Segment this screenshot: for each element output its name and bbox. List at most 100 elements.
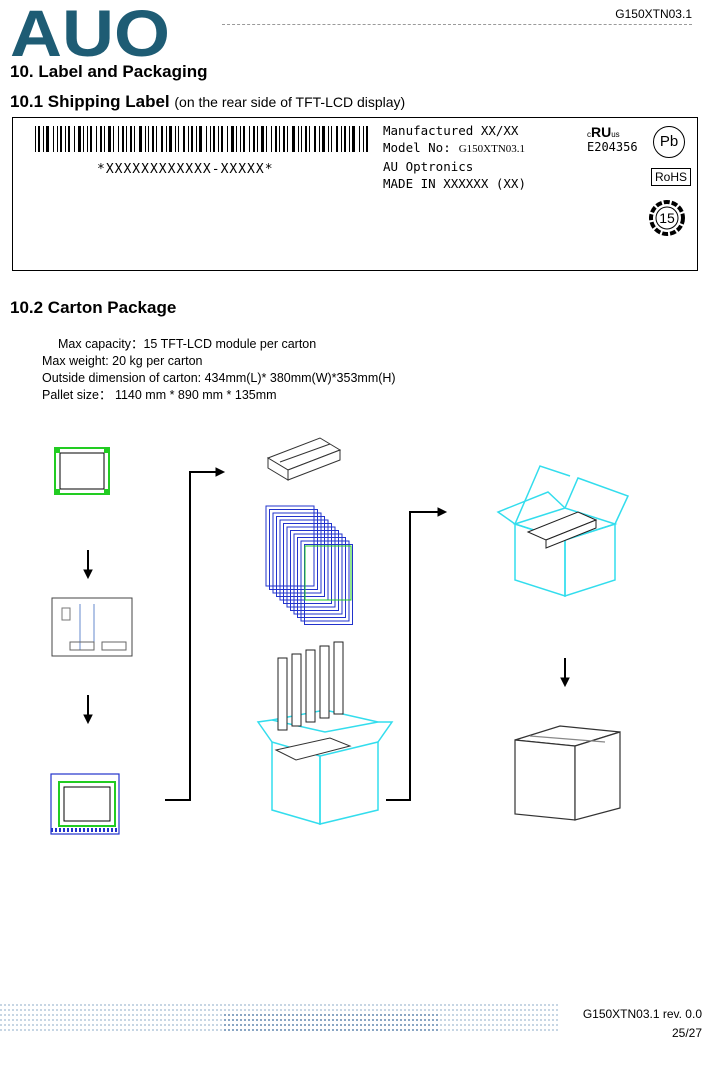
footer-dot — [544, 1009, 546, 1011]
footer-dot — [176, 1019, 178, 1021]
footer-dot — [524, 1014, 526, 1016]
footer-dot — [332, 1009, 334, 1011]
footer-dot — [436, 1019, 438, 1021]
footer-dot — [124, 1009, 126, 1011]
stacked-module — [283, 523, 332, 604]
footer-dot — [316, 1019, 318, 1021]
footer-dot — [464, 1014, 466, 1016]
footer-dot — [184, 1024, 186, 1026]
footer-dot — [140, 1024, 142, 1026]
footer-dot — [232, 1014, 234, 1016]
footer-dot — [132, 1009, 134, 1011]
footer-dot — [528, 1024, 530, 1026]
footer-dot — [508, 1019, 510, 1021]
footer-dot — [352, 1024, 354, 1026]
footer-dot — [484, 1024, 486, 1026]
footer-dot — [552, 1014, 554, 1016]
footer-dot — [4, 1029, 6, 1031]
footer-dot — [256, 1024, 258, 1026]
footer-dot — [204, 1029, 206, 1031]
arrow-right-icon — [165, 467, 226, 801]
footer-dot — [556, 1029, 558, 1031]
footer-dot — [496, 1014, 498, 1016]
footer-dot — [428, 1004, 430, 1006]
footer-dot — [164, 1009, 166, 1011]
footer-dot — [104, 1009, 106, 1011]
footer-dot — [440, 1014, 442, 1016]
footer-dot — [480, 1019, 482, 1021]
footer-dot — [312, 1019, 314, 1021]
footer-dot — [136, 1004, 138, 1006]
footer-dot — [208, 1009, 210, 1011]
footer-dot — [88, 1004, 90, 1006]
footer-dot — [536, 1019, 538, 1021]
footer-dot — [240, 1019, 242, 1021]
footer-dot — [344, 1024, 346, 1026]
footer-dot — [360, 1009, 362, 1011]
footer-dot — [292, 1004, 294, 1006]
stacked-modules-icon — [265, 505, 353, 625]
footer-dot — [448, 1024, 450, 1026]
footer-dot — [436, 1009, 438, 1011]
footer-dot — [92, 1014, 94, 1016]
footer-dot — [304, 1014, 306, 1016]
footer-dot — [336, 1019, 338, 1021]
footer-dot — [204, 1019, 206, 1021]
footer-dot — [40, 1014, 42, 1016]
shipping-label-title: 10.1 Shipping Label — [10, 92, 170, 111]
footer-dot — [196, 1004, 198, 1006]
footer-model-rev: G150XTN03.1 rev. 0.0 — [582, 1007, 702, 1021]
footer-dot — [548, 1004, 550, 1006]
footer-dot — [244, 1029, 246, 1031]
footer-dot — [520, 1029, 522, 1031]
footer-dot — [428, 1029, 430, 1031]
footer-dot — [288, 1014, 290, 1016]
footer-dot — [240, 1029, 242, 1031]
footer-dot — [8, 1009, 10, 1011]
footer-dot — [424, 1004, 426, 1006]
footer-dot — [64, 1024, 66, 1026]
footer-dot — [540, 1004, 542, 1006]
footer-dot — [500, 1029, 502, 1031]
footer-dot — [12, 1024, 14, 1026]
footer-dot — [476, 1024, 478, 1026]
footer-dot — [544, 1024, 546, 1026]
footer-dot — [132, 1019, 134, 1021]
footer-dot — [484, 1004, 486, 1006]
closed-carton-icon — [514, 725, 621, 821]
footer-dot — [408, 1004, 410, 1006]
footer-dot — [100, 1014, 102, 1016]
barcode-bar — [349, 126, 350, 152]
footer-dot — [36, 1024, 38, 1026]
footer-dot — [72, 1029, 74, 1031]
made-in-line: MADE IN XXXXXX (XX) — [383, 176, 526, 191]
footer-dot — [60, 1004, 62, 1006]
footer-dot — [260, 1014, 262, 1016]
footer-dot — [252, 1009, 254, 1011]
footer-dot — [464, 1009, 466, 1011]
footer-dot — [404, 1004, 406, 1006]
footer-dot — [328, 1024, 330, 1026]
barcode-bar — [221, 126, 223, 152]
footer-dot — [492, 1029, 494, 1031]
footer-dot — [20, 1024, 22, 1026]
packaging-diagram — [50, 437, 630, 835]
footer-dot — [228, 1024, 230, 1026]
footer-dot — [304, 1019, 306, 1021]
footer-dot — [20, 1004, 22, 1006]
footer-dot — [400, 1009, 402, 1011]
footer-dot — [372, 1024, 374, 1026]
footer-dot — [528, 1029, 530, 1031]
footer-dot — [176, 1004, 178, 1006]
footer-dot — [212, 1029, 214, 1031]
footer-dot — [364, 1014, 366, 1016]
barcode-bar — [113, 126, 114, 152]
footer-dot — [16, 1029, 18, 1031]
footer-dot — [112, 1004, 114, 1006]
footer-dot — [432, 1024, 434, 1026]
barcode-bar — [43, 126, 44, 152]
footer-dot — [160, 1019, 162, 1021]
footer-dot — [468, 1019, 470, 1021]
footer-dot — [88, 1014, 90, 1016]
footer-dot — [364, 1004, 366, 1006]
